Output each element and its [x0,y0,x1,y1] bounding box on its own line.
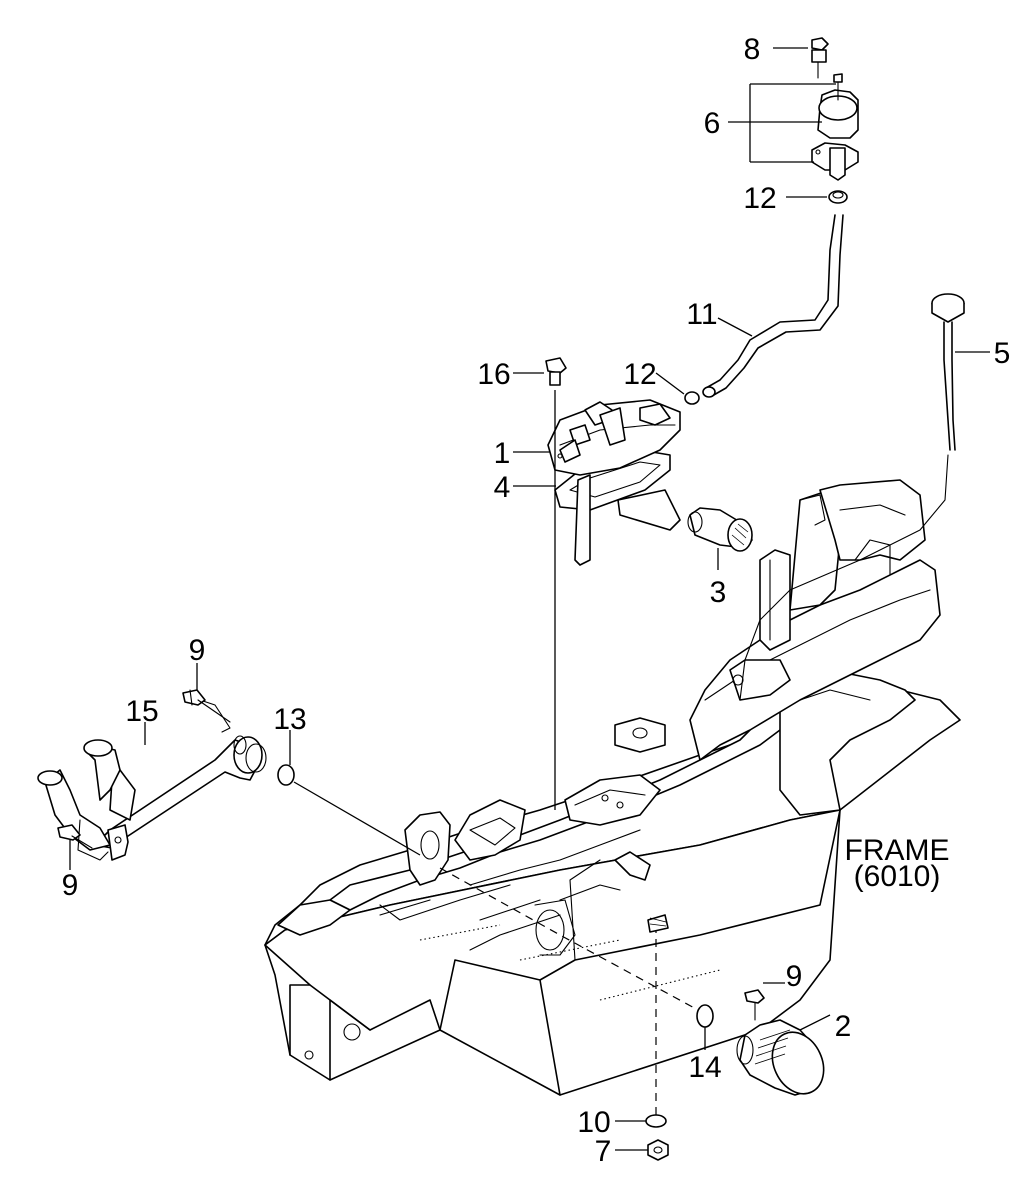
callout-8: 8 [744,33,761,66]
part-9-bolt-lower-left [57,824,93,849]
part-16-bolt [545,357,567,810]
callout-5: 5 [994,337,1011,370]
part-13-o-ring [277,764,421,856]
frame-assembly [264,479,961,1096]
part-11-hose [702,214,844,398]
part-8-screw [811,37,829,79]
part-6-breather [811,73,859,181]
callout-6: 6 [704,107,721,140]
callout-15: 15 [125,695,158,728]
callout-10: 10 [577,1106,610,1139]
callout-16: 16 [477,358,510,391]
frame-label: FRAME (6010) [845,834,950,893]
part-12-clamp-upper [828,190,848,204]
callout-1: 1 [494,437,511,470]
frame-label-name: FRAME [845,834,950,867]
part-5-fuel-gauge [739,293,965,701]
part-15-intake-pipe [37,699,267,861]
drain-fitting [647,914,669,933]
part-9-bolt-right [744,989,765,1021]
callout-3: 3 [710,576,727,609]
part-9-bolt-upper-left [182,689,231,723]
callout-11: 11 [686,298,717,331]
callout-4: 4 [494,471,511,504]
part-12-clamp-lower [684,391,700,405]
part-1-fuel-sender [547,399,681,566]
part-2-filter [736,1019,825,1096]
callout-9-right: 9 [786,960,803,993]
callout-9-upper-left: 9 [189,634,206,667]
part-3-strainer [687,507,753,552]
part-7-nut [647,1139,669,1161]
leader-lines [69,47,990,1151]
callout-7: 7 [595,1135,612,1168]
callout-9-lower-left: 9 [62,869,79,902]
callout-labels: 8 6 12 11 5 16 12 1 4 3 9 15 13 9 9 2 14… [62,33,1011,1168]
callout-13: 13 [273,703,306,736]
callout-12-upper: 12 [743,182,776,215]
callout-12-lower: 12 [623,358,656,391]
frame-label-code: (6010) [854,860,941,893]
callout-2: 2 [835,1010,852,1043]
callout-14: 14 [688,1051,721,1084]
